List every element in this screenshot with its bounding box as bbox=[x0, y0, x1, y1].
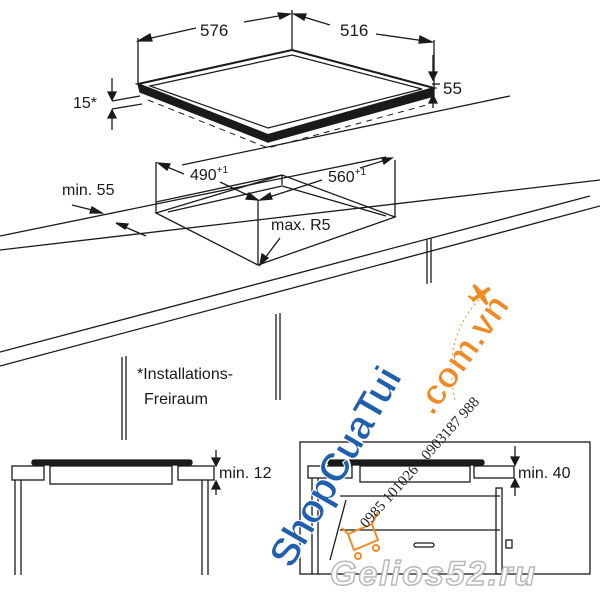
airplane-icon bbox=[467, 284, 491, 306]
dimension-cut-width-560: 560+1 bbox=[328, 167, 367, 186]
cut-depth-tolerance: +1 bbox=[216, 165, 229, 176]
hob-top-view bbox=[106, 10, 511, 166]
watermark-gelios: Gelios52.ru bbox=[329, 554, 538, 594]
shopping-cart-icon bbox=[341, 511, 380, 560]
cut-width-tolerance: +1 bbox=[354, 167, 367, 178]
worktop-cutout-view bbox=[0, 156, 600, 440]
cut-width-value: 560 bbox=[328, 169, 355, 186]
dimension-corner-radius: max. R5 bbox=[271, 217, 331, 234]
footnote-line2: Freiraum bbox=[144, 391, 209, 408]
dimension-cut-depth-490: 490+1 bbox=[190, 165, 229, 184]
dimension-width-576: 576 bbox=[200, 21, 229, 40]
footnote-line1: *Installations- bbox=[137, 366, 234, 383]
cut-depth-value: 490 bbox=[190, 167, 217, 184]
dimension-min12: min. 12 bbox=[219, 465, 272, 482]
side-view-right bbox=[299, 441, 591, 575]
dimension-min40: min. 40 bbox=[518, 465, 571, 482]
side-view-left bbox=[11, 450, 222, 575]
dimension-clearance-15: 15* bbox=[73, 95, 98, 112]
watermark-graphics bbox=[341, 284, 491, 560]
dimension-front-edge-min55: min. 55 bbox=[62, 182, 115, 199]
dimension-height-55: 55 bbox=[443, 79, 462, 98]
dimension-depth-516: 516 bbox=[340, 21, 369, 40]
